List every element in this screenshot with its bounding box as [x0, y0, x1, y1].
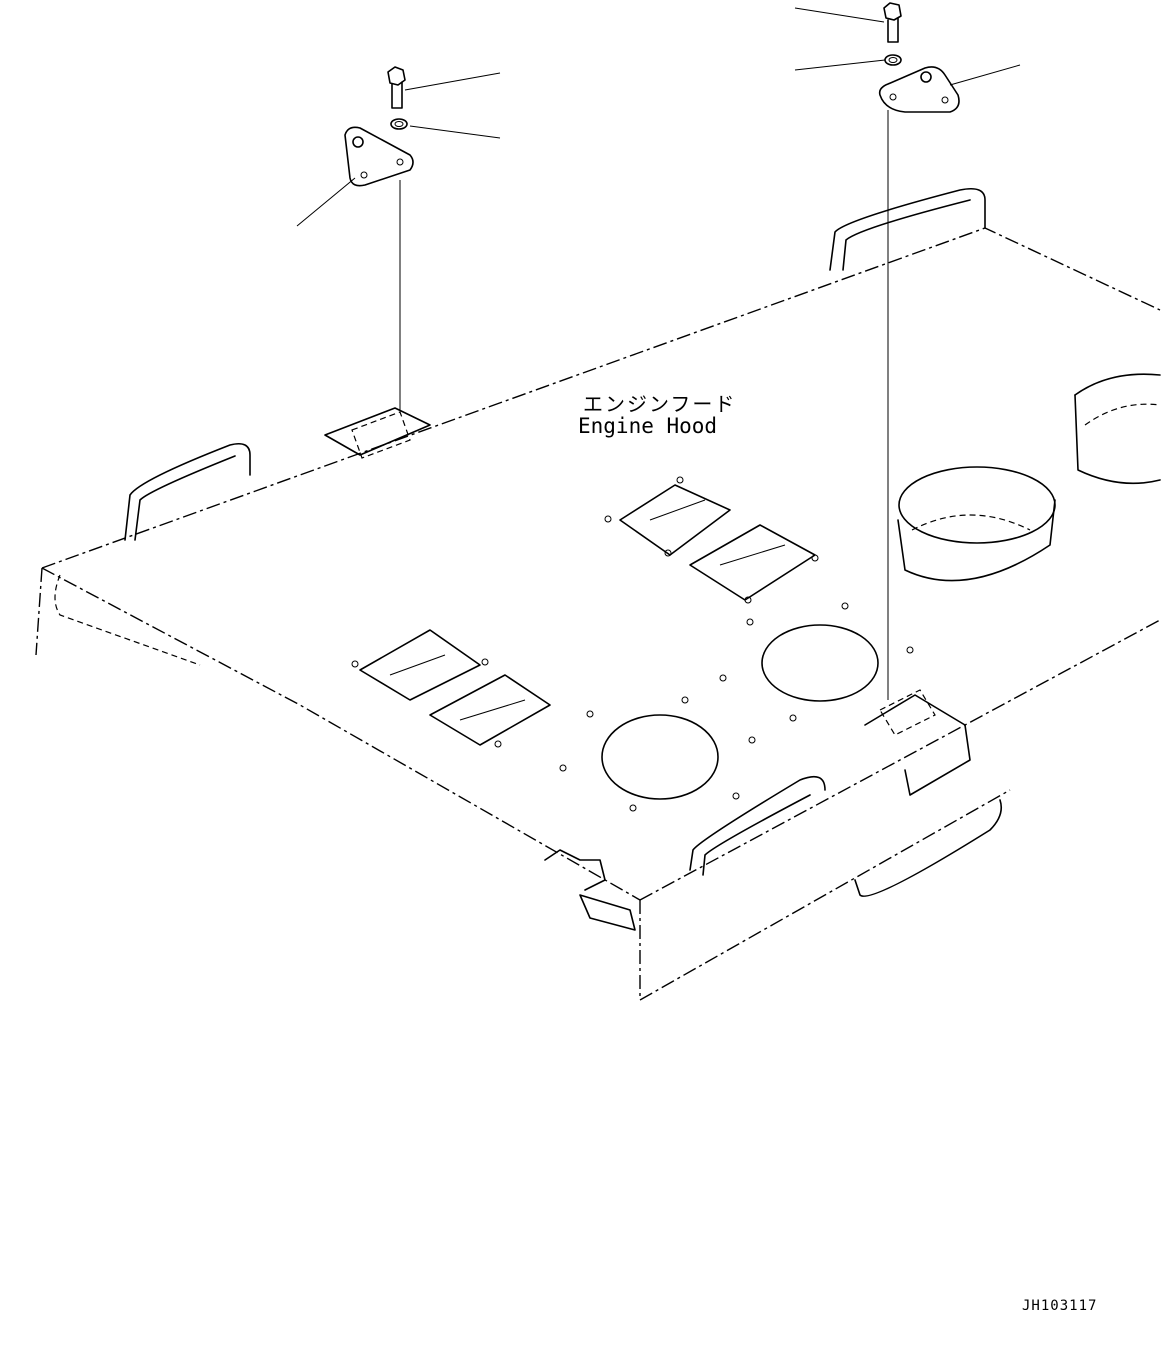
hood-brackets: [324, 407, 971, 931]
hood-openings: [601, 373, 1161, 800]
left-bracket-assembly: [296, 66, 501, 410]
access-panels: [359, 484, 816, 746]
handrails: [124, 187, 1003, 897]
bolt-holes: [351, 476, 914, 812]
right-bracket-assembly: [794, 2, 1021, 700]
part-label-english: Engine Hood: [578, 414, 718, 438]
drawing-id: JH103117: [1022, 1298, 1098, 1314]
part-label-japanese: エンジンフード: [583, 392, 737, 416]
